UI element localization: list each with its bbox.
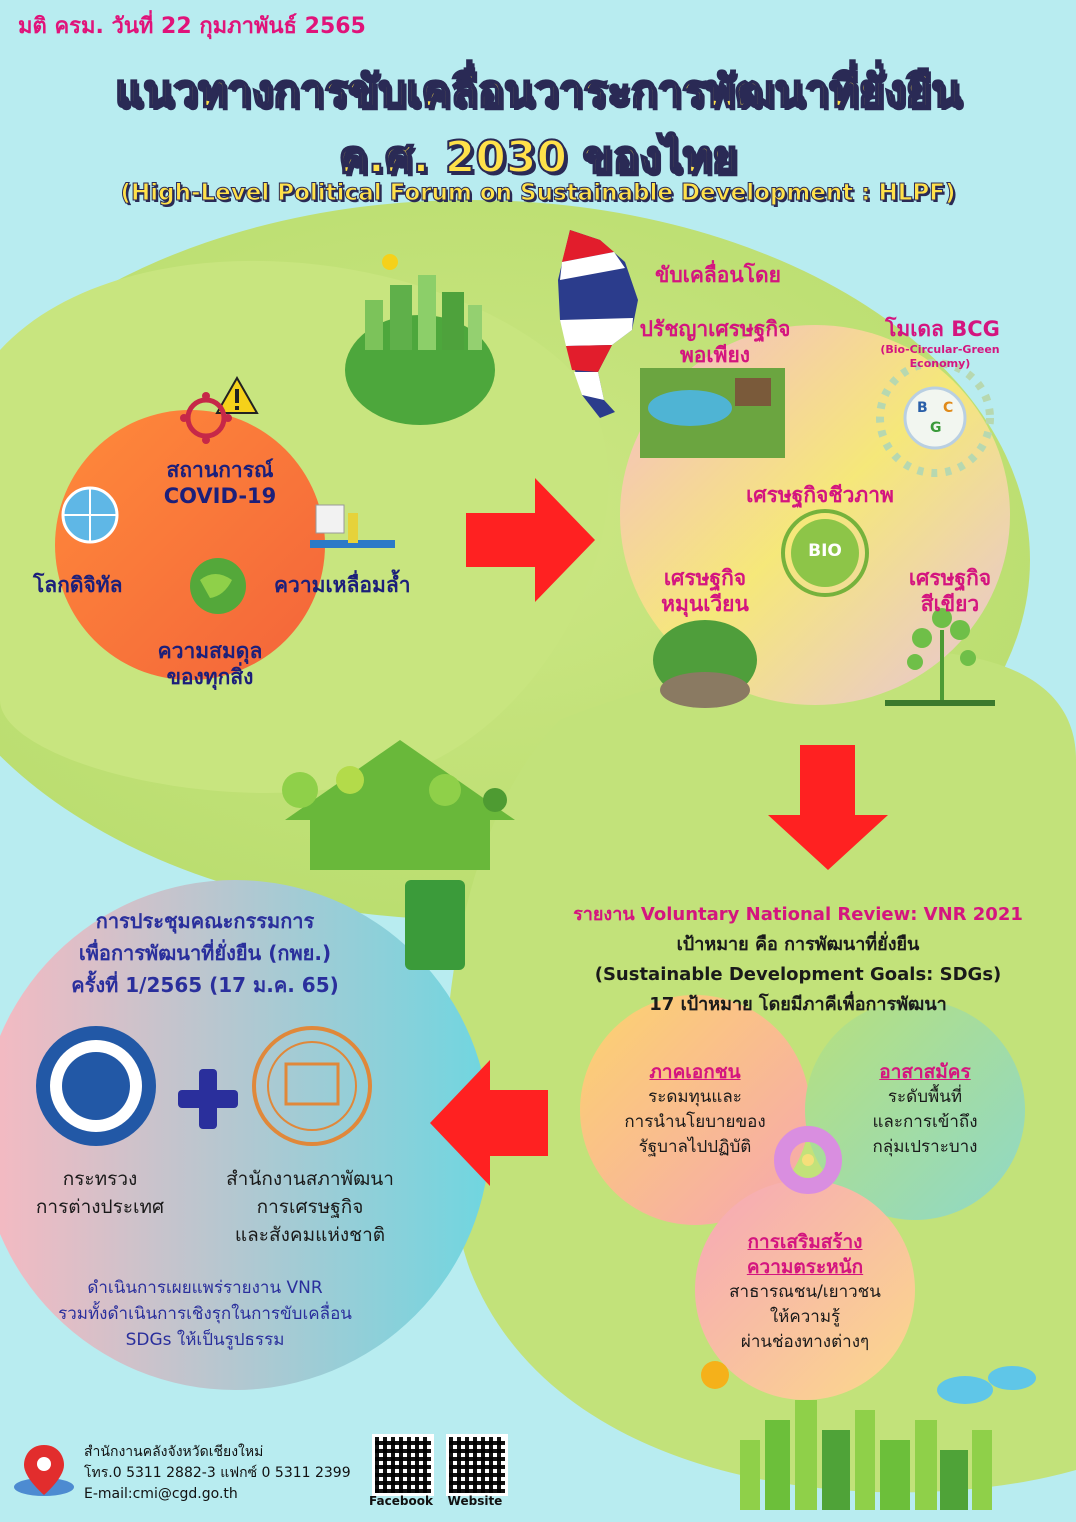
partner-private-sector: ภาคเอกชน ระดมทุนและ การนำนโยบายของ รัฐบา… xyxy=(590,1060,800,1160)
website-qr-code[interactable] xyxy=(446,1434,508,1496)
volunteers-line1: ระดับพื้นที่ xyxy=(887,1087,963,1107)
awareness-title-line1: การเสริมสร้าง xyxy=(747,1231,863,1253)
volunteers-title: อาสาสมัคร xyxy=(879,1061,971,1083)
bcg-letter-g: G xyxy=(930,420,942,436)
label-sufficiency-economy: ปรัชญาเศรษฐกิจ พอเพียง xyxy=(615,316,815,368)
nesdc-line2: การเศรษฐกิจ xyxy=(256,1196,364,1218)
label-bcg-sub-line2: Economy) xyxy=(909,357,971,370)
label-covid: สถานการณ์ COVID-19 xyxy=(163,458,277,508)
green-earth-icon xyxy=(190,558,246,614)
private-sector-line1: ระดมทุนและ xyxy=(648,1087,742,1107)
volunteers-line2: และการเข้าถึง xyxy=(872,1112,978,1132)
facebook-qr-label: Facebook xyxy=(369,1494,433,1508)
awareness-line2: ให้ความรู้ xyxy=(769,1307,841,1327)
bcg-letter-b: B xyxy=(917,400,928,416)
page-title-line2: ค.ศ. 2030 ของไทย xyxy=(338,131,739,184)
green-city-skyline xyxy=(701,1361,1036,1510)
eco-house-collage xyxy=(282,740,515,970)
volunteers-line3: กลุ่มเปราะบาง xyxy=(872,1137,978,1157)
action-line1: ดำเนินการเผยแพร่รายงาน VNR xyxy=(87,1278,323,1298)
arrow-right xyxy=(466,478,595,602)
awareness-line3: ผ่านช่องทางต่างๆ xyxy=(740,1332,870,1352)
bio-badge: BIO xyxy=(808,541,842,561)
footer-email[interactable]: E-mail:cmi@cgd.go.th xyxy=(84,1486,238,1502)
nesdc-line1: สำนักงานสภาพัฒนา xyxy=(226,1168,394,1190)
website-qr-label: Website xyxy=(447,1494,503,1508)
nesdc-line3: และสังคมแห่งชาติ xyxy=(234,1224,386,1246)
label-sufficiency-line2: พอเพียง xyxy=(679,343,751,367)
action-line2: รวมทั้งดำเนินการเชิงรุกในการขับเคลื่อน xyxy=(58,1304,352,1324)
partner-volunteers: อาสาสมัคร ระดับพื้นที่ และการเข้าถึง กลุ… xyxy=(840,1060,1010,1160)
label-sufficiency-line1: ปรัชญาเศรษฐกิจ xyxy=(639,317,791,341)
meeting-action: ดำเนินการเผยแพร่รายงาน VNR รวมทั้งดำเนิน… xyxy=(5,1275,405,1353)
label-circular-line1: เศรษฐกิจ xyxy=(663,566,747,590)
label-digital-world: โลกดิจิทัล xyxy=(33,573,123,597)
label-inequality: ความเหลื่อมล้ำ xyxy=(274,573,411,597)
bcg-letter-c: C xyxy=(943,400,954,416)
vnr-partners: 17 เป้าหมาย โดยมีภาคีเพื่อการพัฒนา xyxy=(649,994,947,1015)
warning-icon xyxy=(215,375,259,414)
private-sector-title: ภาคเอกชน xyxy=(649,1061,741,1083)
vnr-goal: เป้าหมาย คือ การพัฒนาที่ยั่งยืน xyxy=(676,934,920,955)
page-title: แนวทางการขับเคลื่อนวาระการพัฒนาที่ยั่งยื… xyxy=(114,65,963,118)
label-nesdc: สำนักงานสภาพัฒนา การเศรษฐกิจ และสังคมแห่… xyxy=(200,1165,420,1249)
label-circular-economy: เศรษฐกิจ หมุนเวียน xyxy=(630,565,780,617)
green-economy-tree xyxy=(885,608,995,706)
footer-office: สำนักงานคลังจังหวัดเชียงใหม่ xyxy=(84,1444,264,1460)
partner-awareness: การเสริมสร้าง ความตระหนัก สาธารณชน/เยาวช… xyxy=(705,1230,905,1355)
drivers-heading: ขับเคลื่อนโดย xyxy=(655,263,781,287)
meeting-line2: เพื่อการพัฒนาที่ยั่งยืน (กพย.) xyxy=(78,941,332,965)
vnr-block: รายงาน Voluntary National Review: VNR 20… xyxy=(520,900,1076,1020)
label-bcg-model: โมเดล BCG xyxy=(885,317,1000,341)
meeting-line1: การประชุมคณะกรรมการ xyxy=(95,909,315,933)
facebook-qr-code[interactable] xyxy=(372,1434,434,1496)
meeting-line3: ครั้งที่ 1/2565 (17 ม.ค. 65) xyxy=(71,973,339,997)
private-sector-line2: การนำนโยบายของ xyxy=(624,1112,766,1132)
label-green-economy: เศรษฐกิจ สีเขียว xyxy=(880,565,1020,617)
vnr-title: รายงาน Voluntary National Review: VNR 20… xyxy=(573,904,1023,925)
footer-contact: สำนักงานคลังจังหวัดเชียงใหม่ โทร.0 5311 … xyxy=(84,1442,351,1505)
footer-phone: โทร.0 5311 2882-3 แฟกซ์ 0 5311 2399 xyxy=(84,1465,351,1481)
awareness-line1: สาธารณชน/เยาวชน xyxy=(729,1282,881,1302)
label-green-line1: เศรษฐกิจ xyxy=(908,566,992,590)
location-pin-icon xyxy=(14,1445,74,1496)
vnr-sdgs: (Sustainable Development Goals: SDGs) xyxy=(594,964,1002,985)
arrow-down xyxy=(768,745,888,870)
label-mfa: กระทรวง การต่างประเทศ xyxy=(15,1165,185,1221)
label-bio-economy: เศรษฐกิจชีวภาพ xyxy=(746,483,894,507)
meeting-title: การประชุมคณะกรรมการ เพื่อการพัฒนาที่ยั่ง… xyxy=(20,905,390,1001)
mfa-line2: การต่างประเทศ xyxy=(35,1196,165,1218)
mfa-line1: กระทรวง xyxy=(62,1168,138,1190)
arrow-left xyxy=(430,1060,548,1186)
thailand-map-flag xyxy=(558,230,638,418)
awareness-title-line2: ความตระหนัก xyxy=(746,1256,864,1278)
page-subtitle: (High-Level Political Forum on Sustainab… xyxy=(120,180,956,207)
inequality-scale-icon xyxy=(310,504,395,548)
private-sector-line3: รัฐบาลไปปฏิบัติ xyxy=(638,1137,752,1157)
virus-icon xyxy=(180,392,232,444)
label-balance-line2: ของทุกสิ่ง xyxy=(166,665,254,689)
label-green-line2: สีเขียว xyxy=(920,592,980,616)
action-line3: SDGs ให้เป็นรูปธรรม xyxy=(125,1330,285,1350)
label-circular-line2: หมุนเวียน xyxy=(661,592,749,616)
label-balance-line1: ความสมดุล xyxy=(157,639,263,663)
digital-globe-icon xyxy=(61,486,119,544)
label-bcg-subtitle: (Bio-Circular-Green Economy) xyxy=(845,343,1035,371)
label-balance: ความสมดุล ของทุกสิ่ง xyxy=(135,638,285,690)
label-bcg-sub-line1: (Bio-Circular-Green xyxy=(880,343,1000,356)
resolution-date: มติ ครม. วันที่ 22 กุมภาพันธ์ 2565 xyxy=(18,14,366,39)
green-city-globe xyxy=(345,254,495,425)
